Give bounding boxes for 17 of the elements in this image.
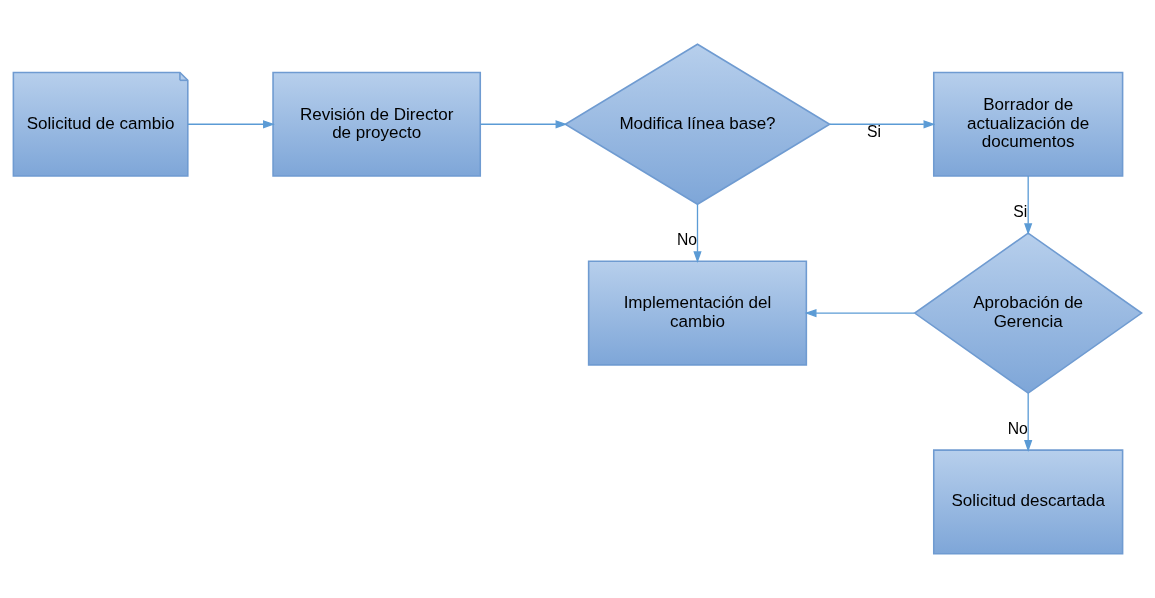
arrow (187, 120, 275, 129)
edge-label: Si (1013, 202, 1028, 220)
arrow (829, 120, 936, 129)
arrow (804, 308, 916, 318)
arrow (1024, 392, 1033, 452)
node-diamond: Aprobación de Gerencia (913, 232, 1143, 395)
node-box: Implementación del cambio (587, 260, 808, 366)
arrow (479, 120, 568, 129)
node-box: Solicitud descartada (932, 449, 1124, 555)
arrow (693, 203, 702, 264)
node-box: Borrador de actualización de documentos (932, 71, 1124, 177)
edge-label: Si (866, 122, 881, 140)
node-box: Revisión de Director de proyecto (272, 71, 482, 177)
arrow (1024, 175, 1033, 236)
edge-label: No (676, 231, 698, 249)
edge-label: No (1007, 419, 1028, 437)
node-diamond: Modifica línea base? (563, 43, 832, 206)
